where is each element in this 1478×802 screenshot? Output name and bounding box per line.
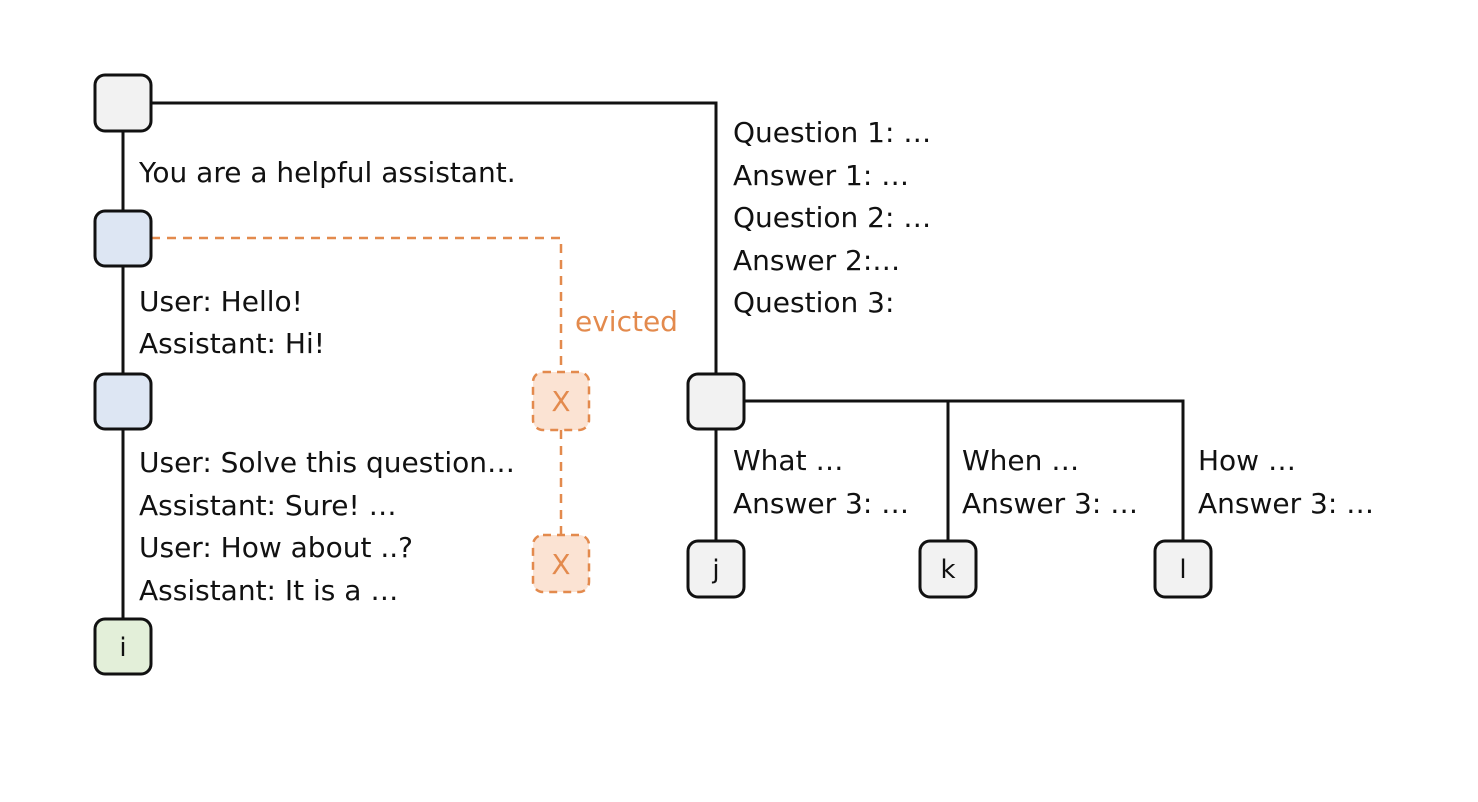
turn2-line-1: User: Solve this question… (139, 446, 515, 479)
branch-l-line-1: How … (1198, 444, 1296, 477)
branch-l-line-2: Answer 3: … (1198, 487, 1374, 520)
leaf-node-j (686, 539, 746, 599)
system-prompt-node (93, 209, 153, 268)
fewshot-line-3: Question 2: … (733, 201, 931, 234)
branch-k-line-2: Answer 3: … (962, 487, 1138, 520)
fewshot-line-4: Answer 2:… (733, 244, 900, 277)
branch-k-line-1: When … (962, 444, 1079, 477)
turn1-line-2: Assistant: Hi! (139, 327, 325, 360)
fewshot-line-5: Question 3: (733, 286, 894, 319)
turn2-line-4: Assistant: It is a … (139, 574, 398, 607)
leaf-node-k (918, 539, 978, 599)
edge-root-to-fewshot (151, 101, 718, 374)
system-prompt-label: You are a helpful assistant. (138, 156, 516, 189)
fewshot-line-1: Question 1: … (733, 116, 931, 149)
turn2-line-3: User: How about ..? (139, 531, 413, 564)
root-node (93, 73, 153, 133)
leaf-node-i-label: i (119, 633, 126, 663)
evicted-node-1-label: X (551, 385, 570, 418)
fewshot-line-2: Answer 1: … (733, 159, 909, 192)
tree-edges (121, 101, 1185, 619)
tree-nodes: i j k l X X (93, 73, 1213, 676)
leaf-node-l (1153, 539, 1213, 599)
branch-j-line-2: Answer 3: … (733, 487, 909, 520)
evicted-edges (151, 236, 563, 535)
leaf-node-j-label: j (711, 555, 719, 585)
evicted-label: evicted (575, 305, 678, 338)
leaf-node-i (93, 617, 153, 676)
evicted-node-2-label: X (551, 548, 570, 581)
turn2-line-2: Assistant: Sure! … (139, 489, 397, 522)
leaf-node-l-label: l (1179, 555, 1186, 585)
evicted-node-2 (531, 533, 591, 594)
leaf-node-k-label: k (940, 555, 955, 585)
turn1-node (93, 372, 153, 431)
turn1-line-1: User: Hello! (139, 285, 303, 318)
edge-system-to-evicted-1 (151, 236, 563, 372)
edge-fewshot-to-l (948, 399, 1185, 541)
branch-j-line-1: What … (733, 444, 843, 477)
edge-labels: You are a helpful assistant. User: Hello… (138, 116, 1374, 607)
fewshot-node (686, 372, 746, 431)
evicted-node-1 (531, 370, 591, 432)
